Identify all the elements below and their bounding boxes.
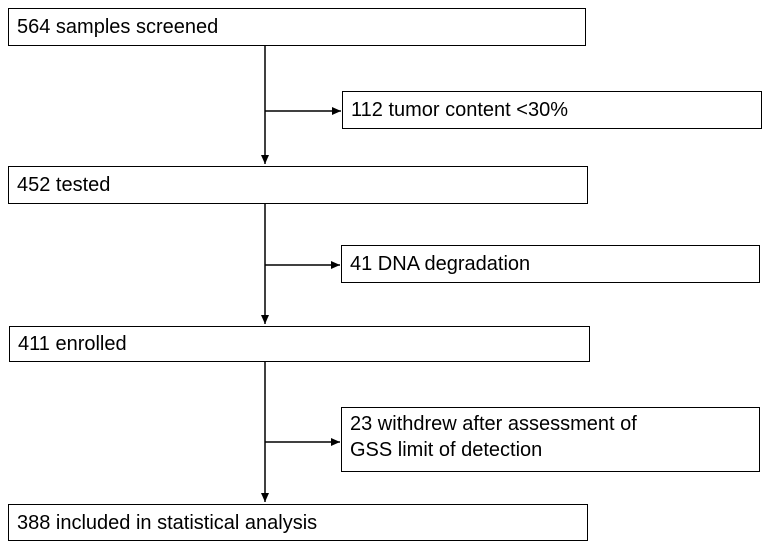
- exclusion-dna-degradation-label: 41 DNA degradation: [350, 253, 531, 275]
- exclusion-withdrew-box: 23 withdrew after assessment of GSS limi…: [341, 407, 760, 472]
- exclusion-withdrew-label: 23 withdrew after assessment of GSS limi…: [350, 413, 637, 461]
- exclusion-tumor-content-label: 112 tumor content <30%: [351, 99, 568, 121]
- exclusion-tumor-content-box: 112 tumor content <30%: [342, 91, 762, 129]
- exclusion-dna-degradation-box: 41 DNA degradation: [341, 245, 760, 283]
- step-included-box: 388 included in statistical analysis: [8, 504, 588, 541]
- step-screened-label: 564 samples screened: [17, 16, 219, 38]
- step-included-label: 388 included in statistical analysis: [17, 511, 318, 534]
- step-tested-box: 452 tested: [8, 166, 588, 204]
- step-enrolled-box: 411 enrolled: [9, 326, 590, 362]
- step-tested-label: 452 tested: [17, 174, 111, 196]
- step-screened-box: 564 samples screened: [8, 8, 586, 46]
- step-enrolled-label: 411 enrolled: [18, 333, 127, 355]
